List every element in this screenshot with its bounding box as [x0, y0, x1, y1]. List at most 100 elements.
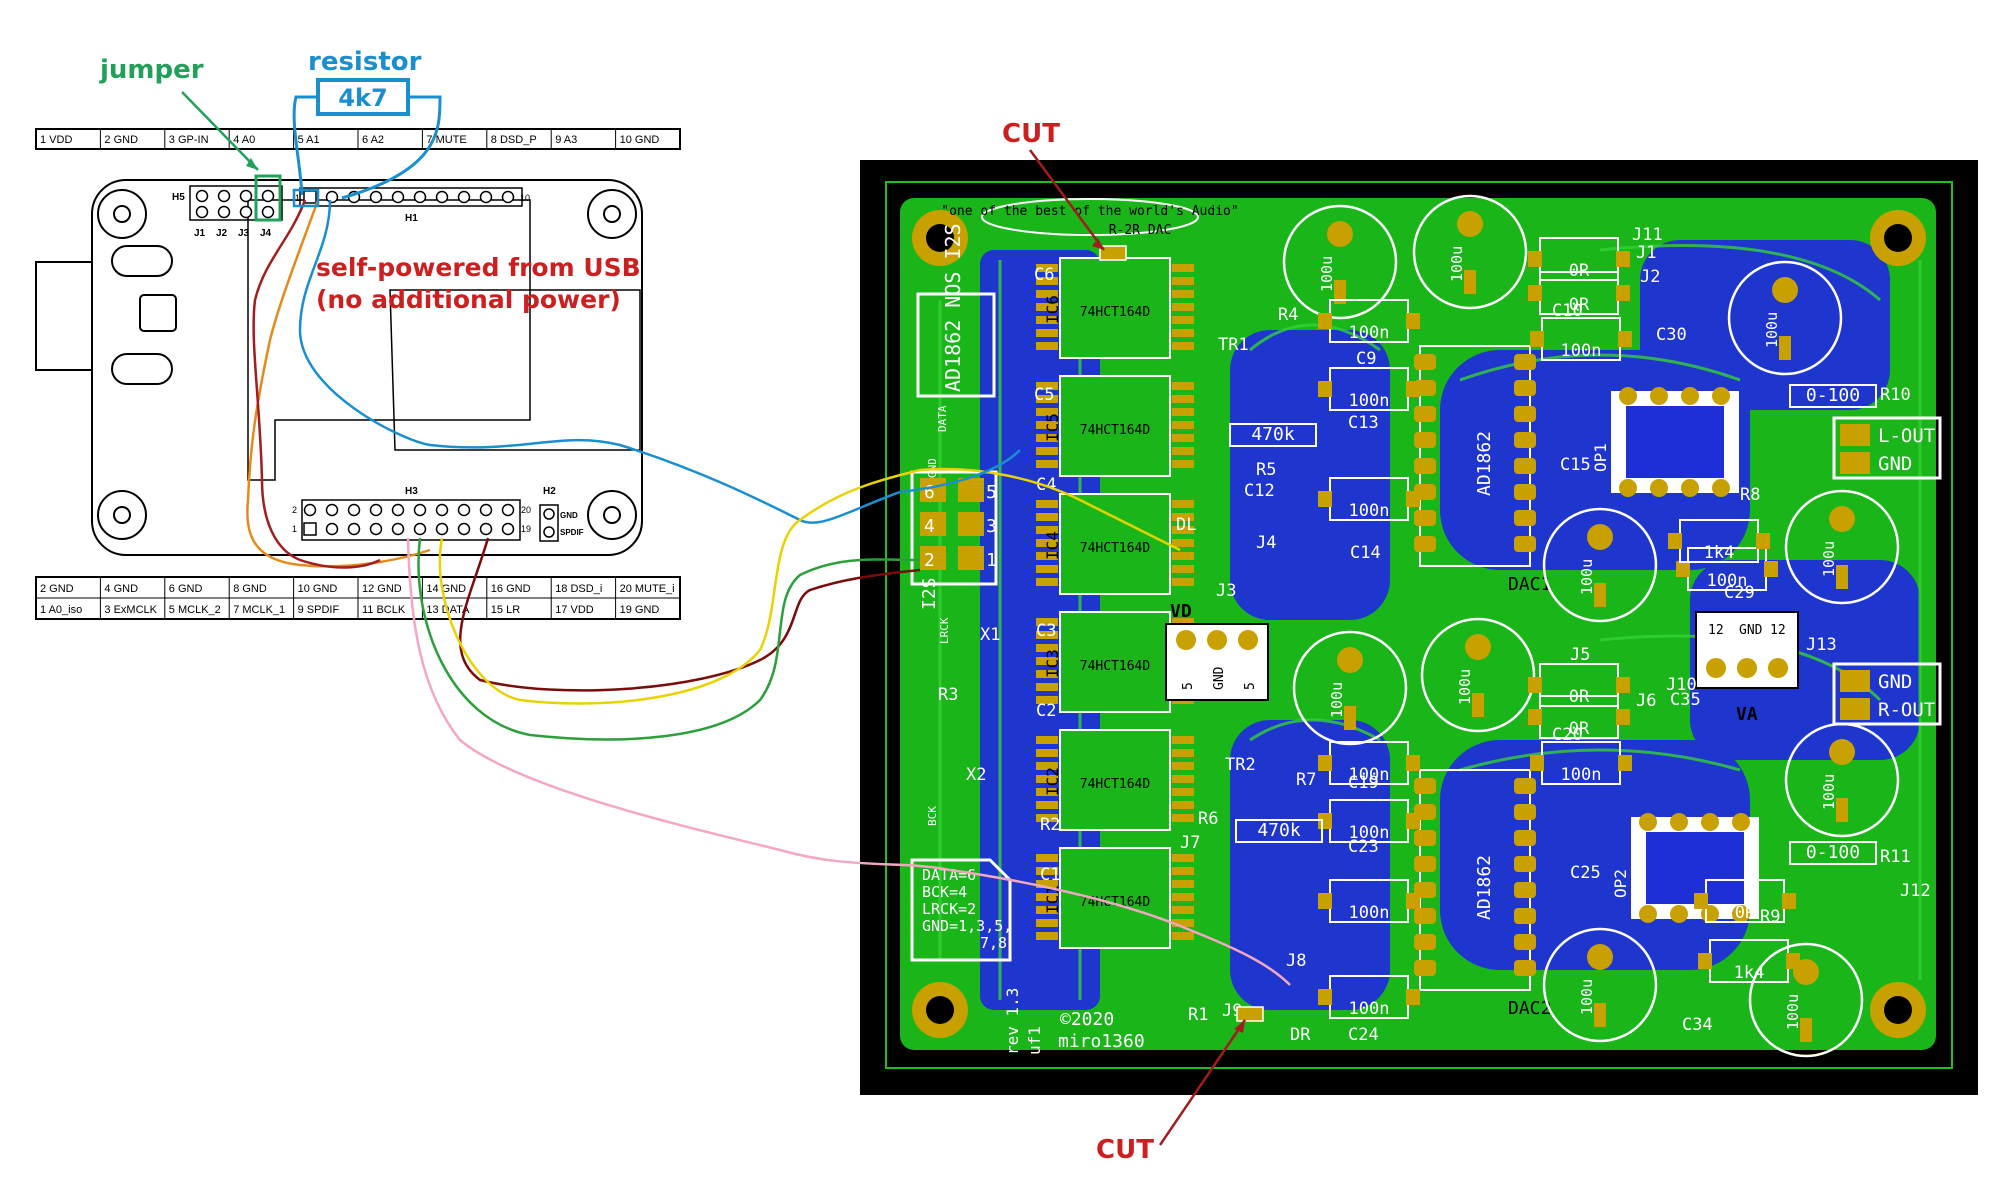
va-pad	[1737, 658, 1757, 678]
dac-pad	[1514, 856, 1536, 872]
bottom-header-pin-odd: 17 VDD	[555, 604, 594, 616]
cap-value: 100u	[1763, 312, 1781, 348]
dac-pad	[1514, 778, 1536, 794]
ic-part-label: 74HCT164D	[1080, 423, 1151, 438]
ic-pad	[1036, 329, 1058, 337]
pcb-ref-label: C3	[1036, 621, 1056, 641]
dac-pad	[1514, 960, 1536, 976]
i2s-pad	[920, 546, 946, 570]
pcb-ref-label: J4	[1256, 533, 1276, 553]
pcb-signal-label: BCK	[926, 806, 939, 826]
ic-pad	[1036, 867, 1058, 875]
h3-pin	[369, 503, 383, 517]
ic-pad	[1036, 460, 1058, 468]
ic-pad	[1172, 801, 1194, 809]
opamp-label: OP1	[1591, 443, 1610, 472]
bottom-header-pin-even: 20 MUTE_i	[620, 583, 675, 595]
pcb-ref-label: TR2	[1225, 755, 1256, 775]
smd-value: 100n	[1349, 501, 1390, 521]
i2s-pin-label: 4	[924, 516, 935, 537]
top-header-pin: 4 A0	[233, 134, 255, 146]
ic-pad	[1036, 342, 1058, 350]
opamp-pin	[1732, 813, 1750, 831]
ic-pad	[1036, 421, 1058, 429]
bottom-header-pin-even: 18 DSD_i	[555, 583, 602, 595]
ic-pad	[1172, 434, 1194, 442]
h5-pin	[261, 189, 275, 203]
electrolytic-cap	[1420, 617, 1536, 733]
ic-pad	[1036, 618, 1058, 626]
h3-pin	[325, 503, 339, 517]
pcb-ref-label: C29	[1724, 583, 1755, 603]
top-header-pin: 9 A3	[555, 134, 577, 146]
ic-pad	[1036, 513, 1058, 521]
smd-value: 100n	[1349, 823, 1390, 843]
electrolytic-cap	[1282, 204, 1398, 320]
pcb-ref-label: C24	[1348, 1025, 1379, 1045]
pinmap-line: LRCK=2	[922, 900, 976, 918]
jumper-j-label: J1	[194, 228, 206, 239]
wire-pink	[406, 537, 1291, 986]
cap-value: 100u	[1578, 559, 1596, 595]
va-pin-label: GND	[1739, 623, 1763, 638]
electrolytic-cap	[1784, 489, 1900, 605]
resistor-value: 470k	[1257, 820, 1301, 841]
h3-pin	[479, 522, 493, 536]
pcb-slogan: "one of the best of the world's Audio"	[941, 204, 1238, 219]
wire-red-upper	[252, 199, 381, 569]
va-pad	[1768, 658, 1788, 678]
opamp-pin	[1619, 387, 1637, 405]
dac-chip-label: AD1862	[1474, 431, 1495, 496]
pcb-chip-box-label: AD1862 NOS I2S	[941, 223, 965, 392]
pcb-author: miro1360	[1058, 1031, 1145, 1052]
h3-pin	[369, 522, 383, 536]
pcb-ref-label: C19	[1348, 773, 1379, 793]
smd-value: 0R	[1569, 719, 1590, 739]
ic-pad	[1172, 408, 1194, 416]
top-header-pin: 5 A1	[298, 134, 320, 146]
i2s-pad	[958, 478, 984, 502]
pcb-ref-label: R2	[1040, 815, 1060, 835]
h3-pin	[457, 522, 471, 536]
pcb-ref-label: TR1	[1218, 335, 1249, 355]
pcb-ref-label: J5	[1570, 645, 1590, 665]
ic-pad	[1036, 683, 1058, 691]
pinmap-line: GND=1,3,5,	[922, 917, 1012, 935]
dac-pad	[1514, 406, 1536, 422]
pcb-ref-label: C35	[1670, 690, 1701, 710]
resistor-value: 0-100	[1806, 385, 1860, 406]
h1-pin1-label: 1	[295, 193, 300, 203]
cut-pad-top	[1099, 245, 1127, 261]
pcb-ref-label: C5	[1034, 385, 1054, 405]
pcb-ref-label: C10	[1552, 301, 1583, 321]
ic-pad	[1036, 277, 1058, 285]
jumper-annotation: jumper	[99, 55, 282, 222]
electrolytic-cap	[1542, 507, 1658, 623]
pcb-ref-label: X2	[966, 765, 986, 785]
resistor-value: 470k	[1251, 424, 1295, 445]
ic-pad	[1172, 447, 1194, 455]
h3-pin	[501, 522, 515, 536]
h1-pin	[435, 190, 449, 204]
bottom-header-pin-even: 12 GND	[362, 583, 402, 595]
h1-pin10-label: 10	[520, 193, 530, 203]
ic-pad	[1036, 893, 1058, 901]
pcb-ref-label: J3	[1216, 581, 1236, 601]
bottom-header-pin-odd: 11 BCLK	[362, 604, 406, 616]
ic-pad	[1036, 749, 1058, 757]
h1-pin	[501, 190, 515, 204]
vd-pad	[1207, 630, 1227, 650]
resistor-annotation: resistor 4k7	[292, 47, 442, 208]
ic-pad	[1036, 631, 1058, 639]
resistor-part	[1235, 819, 1323, 843]
h3-pin	[501, 503, 515, 517]
ic-pad	[1172, 854, 1194, 862]
cap-value: 100u	[1456, 669, 1474, 705]
jumper-j-label: J2	[216, 228, 228, 239]
ic-pad	[1172, 578, 1194, 586]
pcb-ref-label: R7	[1296, 770, 1316, 790]
pcb-ref-label: J12	[1900, 881, 1931, 901]
pcb-ref-label: C14	[1350, 543, 1381, 563]
